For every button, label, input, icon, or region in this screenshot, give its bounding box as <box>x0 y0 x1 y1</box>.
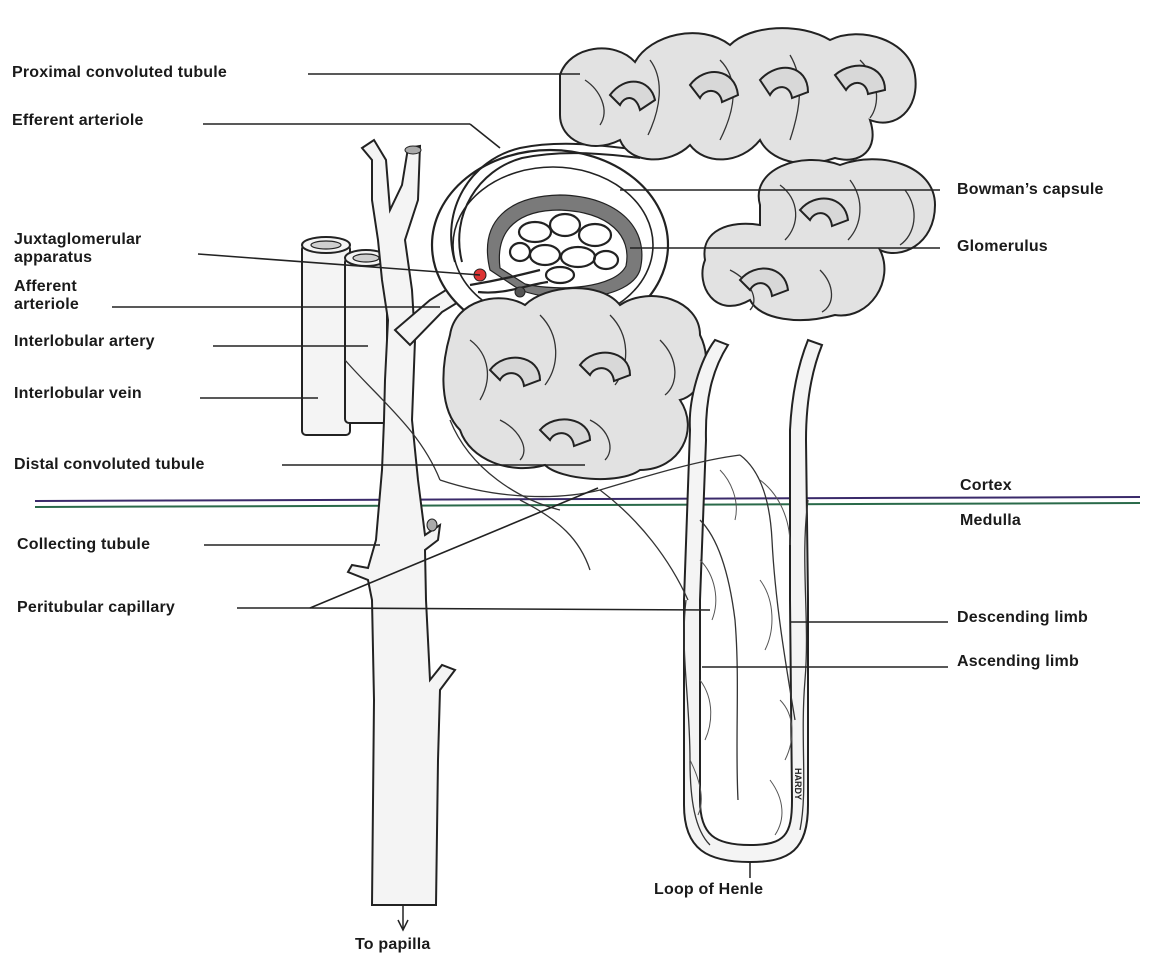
label-efferent-arteriole: Efferent arteriole <box>12 112 144 130</box>
distal-convoluted-tubule-coils <box>443 288 706 479</box>
svg-text:HARDY: HARDY <box>793 768 803 800</box>
artist-signature: HARDY <box>793 768 803 800</box>
proximal-convoluted-tubule-coils <box>560 28 916 163</box>
label-distal-convoluted-tubule: Distal convoluted tubule <box>14 456 205 474</box>
label-medulla: Medulla <box>960 512 1021 530</box>
label-interlobular-vein: Interlobular vein <box>14 385 142 403</box>
label-glomerulus: Glomerulus <box>957 238 1048 256</box>
label-interlobular-artery: Interlobular artery <box>14 333 155 351</box>
label-cortex: Cortex <box>960 477 1012 495</box>
label-afferent-arteriole: Afferent arteriole <box>14 278 109 314</box>
label-peritubular-capillary: Peritubular capillary <box>17 599 175 617</box>
label-descending-limb: Descending limb <box>957 609 1088 627</box>
label-ascending-limb: Ascending limb <box>957 653 1079 671</box>
label-loop-of-henle: Loop of Henle <box>654 881 763 899</box>
proximal-tubule-lower-coils <box>702 159 935 320</box>
label-to-papilla: To papilla <box>355 936 430 954</box>
label-collecting-tubule: Collecting tubule <box>17 536 150 554</box>
label-bowmans-capsule: Bowman’s capsule <box>957 181 1104 199</box>
label-proximal-convoluted-tubule: Proximal convoluted tubule <box>12 64 227 82</box>
cortex-medulla-boundary <box>35 497 1140 507</box>
label-juxtaglomerular-apparatus: Juxtaglomerular apparatus <box>14 231 194 267</box>
